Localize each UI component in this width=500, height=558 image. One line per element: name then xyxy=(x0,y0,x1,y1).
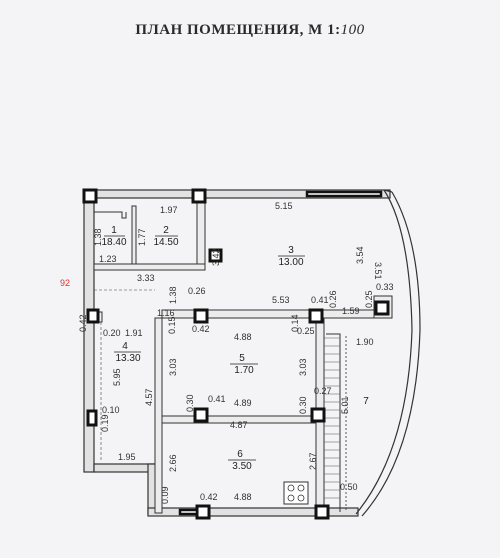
dim-3-03-a: 3.03 xyxy=(168,358,178,376)
dim-4-89: 4.89 xyxy=(234,398,252,408)
dim-1-77: 1.77 xyxy=(137,228,147,246)
room-4-number: 4 xyxy=(122,341,128,352)
dim-0-50: 0.50 xyxy=(340,482,358,492)
room-2-number: 5 xyxy=(239,353,245,364)
dim-3-51: 3.51 xyxy=(373,262,383,280)
room-1-number: 3 xyxy=(288,245,294,256)
room-7-number: 7 xyxy=(363,396,369,407)
room-1-area: 13.00 xyxy=(278,257,303,268)
dim-1-23: 1.23 xyxy=(99,254,117,264)
dim-0-14: 0.14 xyxy=(290,314,300,332)
room-5-area: 18.40 xyxy=(101,237,126,248)
dim-3-54: 3.54 xyxy=(355,246,365,264)
dim-0-27: 0.27 xyxy=(314,386,332,396)
dim-0-25-a: 0.25 xyxy=(364,290,374,308)
room5-partition xyxy=(94,211,127,219)
dim-0-41-a: 0.41 xyxy=(311,295,329,305)
dim-1-38-a: 1.38 xyxy=(93,228,103,246)
dim-3-33: 3.33 xyxy=(137,273,155,283)
room-3-area: 3.50 xyxy=(232,461,252,472)
dim-0-30-b: 0.30 xyxy=(298,396,308,414)
dim-1-16: 1.16 xyxy=(157,308,175,318)
dim-4-88-b: 4.88 xyxy=(234,492,252,502)
dim-0-26-a: 0.26 xyxy=(188,286,206,296)
room-4-area: 13.30 xyxy=(115,353,140,364)
stove-icon xyxy=(283,481,309,505)
dim-4-87: 4.87 xyxy=(230,420,248,430)
dim-5-95: 5.95 xyxy=(112,368,122,386)
plan-scale: 100 xyxy=(340,22,365,38)
dim-2-67: 2.67 xyxy=(308,452,318,470)
dim-1-59: 1.59 xyxy=(342,306,360,316)
dim-0-25-b: 0.25 xyxy=(297,326,315,336)
dim-1-95: 1.95 xyxy=(118,452,136,462)
balcony-hatch xyxy=(322,337,340,499)
dim-1-97: 1.97 xyxy=(160,205,178,215)
dim-5-15: 5.15 xyxy=(275,201,293,211)
room-labels: 1 18.40 2 14.50 3 13.00 4 13.30 5 1.70 6… xyxy=(101,225,369,472)
margin-mark: 92 xyxy=(60,278,70,288)
dim-5-53: 5.53 xyxy=(272,295,290,305)
room-6-number: 2 xyxy=(163,225,169,236)
dim-3-42: 3.42 xyxy=(211,248,221,266)
dimensions: 1.97 5.15 1.38 1.77 3.42 3.54 3.51 1.23 … xyxy=(78,201,394,504)
dim-3-03-b: 3.03 xyxy=(298,358,308,376)
dim-0-19: 0.19 xyxy=(100,414,110,432)
plan-title-text: ПЛАН ПОМЕЩЕНИЯ, М 1: xyxy=(135,22,341,38)
balcony-wall xyxy=(326,189,421,517)
dim-0-15: 0.15 xyxy=(167,316,177,334)
room-6-area: 14.50 xyxy=(153,237,178,248)
dim-0-42-a: 0.42 xyxy=(78,314,88,332)
windows xyxy=(178,190,383,516)
dim-2-66: 2.66 xyxy=(168,454,178,472)
dim-1-90: 1.90 xyxy=(356,337,374,347)
openings xyxy=(94,289,155,460)
dim-1-91: 1.91 xyxy=(125,328,143,338)
columns xyxy=(82,188,390,520)
dim-0-10: 0.10 xyxy=(102,405,120,415)
dim-5-01: 5.01 xyxy=(340,396,350,414)
room-5-number: 1 xyxy=(111,225,117,236)
dim-1-38-b: 1.38 xyxy=(168,286,178,304)
dim-0-30-a: 0.30 xyxy=(185,394,195,412)
dim-0-09: 0.09 xyxy=(160,486,170,504)
dim-0-41-b: 0.41 xyxy=(208,394,226,404)
dim-4-57: 4.57 xyxy=(144,388,154,406)
room-2-area: 1.70 xyxy=(234,365,254,376)
plan-title: ПЛАН ПОМЕЩЕНИЯ, М 1:100 xyxy=(0,22,500,39)
dim-0-33: 0.33 xyxy=(376,282,394,292)
dim-4-88-a: 4.88 xyxy=(234,332,252,342)
room-3-number: 6 xyxy=(237,449,243,460)
dim-0-26-b: 0.26 xyxy=(328,290,338,308)
dim-0-42-c: 0.42 xyxy=(200,492,218,502)
dim-0-42-b: 0.42 xyxy=(192,324,210,334)
dim-0-20: 0.20 xyxy=(103,328,121,338)
